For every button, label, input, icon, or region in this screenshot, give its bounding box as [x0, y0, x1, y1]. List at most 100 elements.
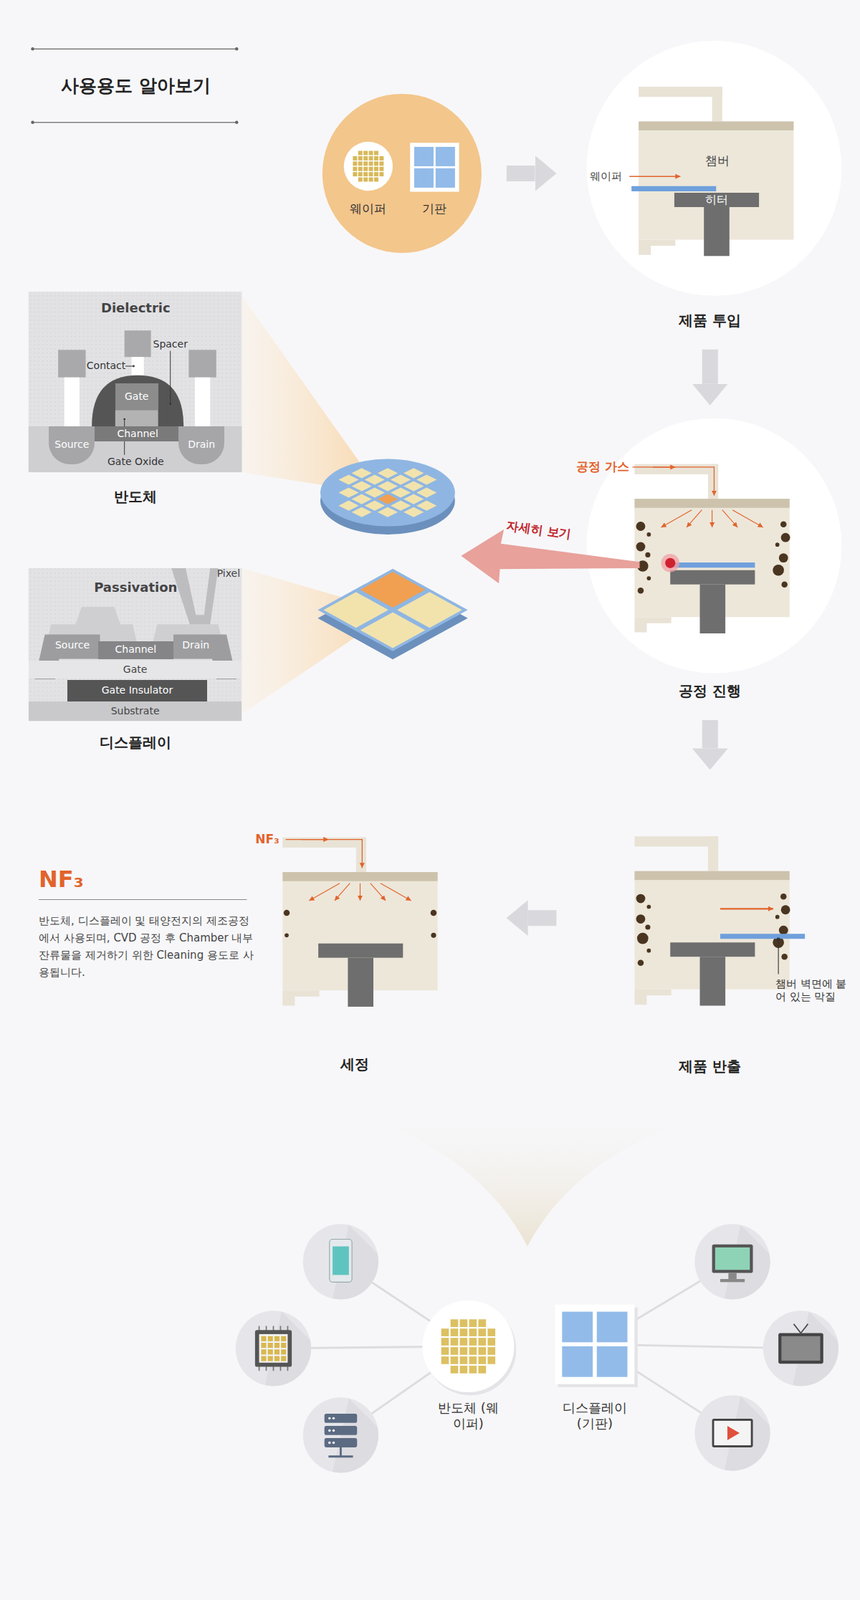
server-led — [328, 1417, 331, 1420]
part-label: Spacer — [153, 338, 188, 352]
wafer-die — [478, 1356, 486, 1365]
wafer-die — [469, 1347, 478, 1356]
monitor-screen — [715, 1247, 750, 1270]
play-symbol — [727, 1426, 740, 1441]
die — [351, 494, 372, 505]
die — [377, 480, 398, 491]
wafer-die — [352, 156, 357, 161]
deposit — [646, 576, 651, 581]
wafer-die — [450, 1328, 459, 1337]
wafer-die — [450, 1347, 459, 1356]
gas-flow — [308, 883, 340, 901]
rule-dot — [30, 47, 35, 51]
wafer-die — [487, 1347, 496, 1356]
heater — [670, 942, 755, 957]
wafer-die — [369, 161, 374, 166]
display-square: 디스플레이 (기판) — [554, 1305, 635, 1434]
gas-inlet — [282, 837, 367, 848]
node-caption: 기판 — [422, 201, 447, 217]
die — [364, 474, 385, 485]
chip-cell — [280, 1356, 286, 1362]
gas-flow — [370, 883, 386, 901]
node-text: 세정 — [340, 1054, 370, 1073]
contact-pad — [188, 349, 216, 377]
node-text: Drain — [187, 439, 215, 453]
node-caption: 반도체 — [113, 488, 157, 506]
die — [390, 487, 411, 498]
deposit — [775, 915, 780, 920]
exhaust-pipe — [634, 989, 671, 1005]
deposit — [430, 933, 436, 939]
chip-cell — [280, 1349, 286, 1355]
heater-box: 히터 — [674, 192, 759, 208]
unload-chamber: 제품 반출 — [634, 834, 791, 1080]
chip-cell — [274, 1356, 280, 1362]
gas-inlet — [356, 837, 367, 873]
monitor-base — [720, 1279, 745, 1283]
gas-inlet — [712, 86, 723, 122]
shower-plate — [638, 121, 794, 131]
deposit — [645, 552, 651, 558]
part-label: Gate Oxide — [107, 455, 165, 469]
shower-plate — [634, 871, 790, 881]
deposit — [646, 532, 651, 537]
gas-flow — [686, 510, 702, 528]
die — [351, 467, 372, 479]
wafer-die — [487, 1328, 496, 1337]
deposit — [781, 533, 791, 543]
leader-dot — [123, 418, 126, 421]
deposit — [779, 925, 789, 936]
icon-circle — [235, 1310, 312, 1387]
focus-glow — [660, 553, 680, 573]
wafer-die — [358, 172, 363, 177]
deposit — [780, 521, 787, 528]
server-unit — [324, 1426, 358, 1436]
exhaust-pipe — [634, 617, 671, 633]
node-text: 히터 — [705, 192, 729, 208]
wafer-top — [292, 445, 484, 541]
icon-circle — [303, 1397, 379, 1473]
title: 사용용도 알아보기 — [60, 74, 211, 97]
substrate-cell — [414, 168, 434, 188]
pixel-electrode — [171, 568, 218, 625]
contact-pad — [58, 349, 86, 377]
chip-cell — [280, 1343, 286, 1349]
deposit — [283, 910, 291, 917]
chip-cell — [260, 1336, 266, 1342]
icon-circle — [694, 1395, 770, 1471]
semiconductor-panel: Dielectric반도체GateChannelSourceDrain — [28, 291, 243, 511]
monitor-icon — [712, 1244, 754, 1274]
wafer-die — [363, 156, 368, 161]
wafer-die — [369, 156, 374, 161]
die — [377, 494, 398, 505]
wafer-out-arrow — [720, 908, 774, 910]
gas-label: NF₃ — [255, 832, 279, 848]
rule-dot — [235, 121, 239, 125]
display-cell — [561, 1312, 593, 1344]
wafer-die — [441, 1356, 450, 1365]
node-text: 제품 투입 — [678, 311, 742, 329]
title-rule — [32, 48, 238, 50]
gas-inlet — [708, 464, 719, 499]
focus-dot — [665, 558, 676, 569]
title-rule — [32, 121, 238, 123]
wafer-die — [441, 1328, 450, 1337]
wafer-die — [363, 151, 368, 156]
wafer-die — [358, 177, 363, 183]
node-text: Channel — [115, 644, 157, 658]
die — [351, 507, 372, 518]
node-text: 공정 진행 — [678, 681, 742, 700]
chip-cell — [260, 1356, 266, 1362]
heater-stem — [347, 958, 374, 1007]
monitor-stand — [728, 1273, 737, 1280]
die — [390, 474, 411, 485]
gas-inlet — [634, 464, 719, 475]
wafer-icon — [344, 141, 393, 191]
chip-cell — [260, 1343, 266, 1349]
wafer-die — [369, 177, 374, 183]
heater-stem — [703, 207, 730, 256]
die — [390, 500, 411, 511]
icon-circle — [303, 1224, 379, 1300]
video-screen — [713, 1421, 751, 1446]
deposit — [636, 542, 646, 552]
